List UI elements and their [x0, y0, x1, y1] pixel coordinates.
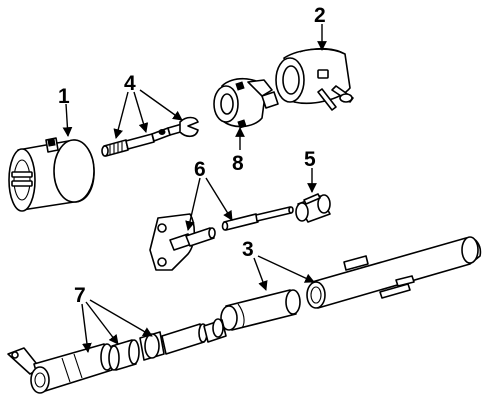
- callout-5: 5: [304, 148, 316, 171]
- callout-4: 4: [124, 72, 136, 95]
- callout-1: 1: [58, 85, 70, 108]
- part-2-lock-housing-cover: [275, 47, 354, 111]
- callout-7: 7: [74, 284, 86, 307]
- part-5-adapter: [295, 193, 331, 223]
- part-1-ignition-switch: [8, 137, 95, 212]
- part-3-column-jacket: [220, 236, 482, 331]
- callout-3: 3: [242, 238, 254, 261]
- callout-labels: 1 2 3 4 5 6 7 8: [58, 4, 326, 307]
- leader-lines: [62, 24, 327, 353]
- part-8-lock-cylinder-housing: [213, 77, 279, 129]
- part-4-switch-actuator-rod: [101, 116, 199, 157]
- part-7-lower-shaft-assembly: [7, 318, 227, 394]
- callout-8: 8: [232, 152, 244, 175]
- part-6-rack-and-shaft: [149, 206, 294, 271]
- callout-2: 2: [314, 4, 326, 27]
- callout-6: 6: [194, 158, 206, 181]
